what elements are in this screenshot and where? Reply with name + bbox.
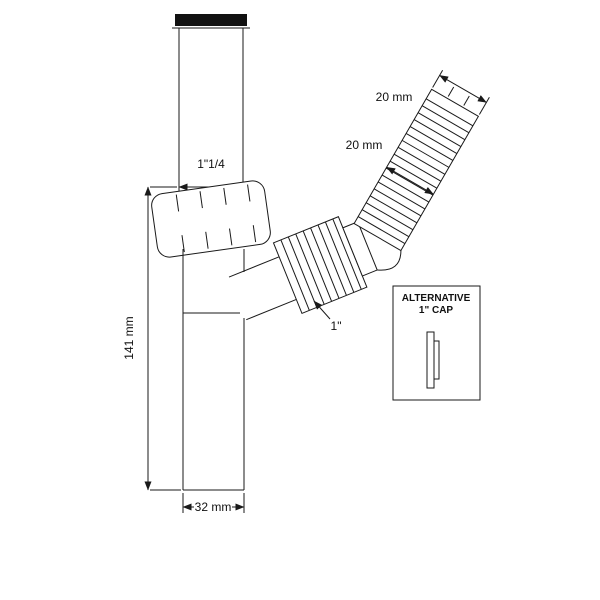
branch-ring [342,221,378,277]
label-outlet-width: 32 mm [195,500,232,514]
label-alt-cap-subtitle: 1" CAP [419,305,454,316]
nut-slot [199,191,203,209]
branch-nut-rib [302,230,333,302]
branch-tube-top [228,255,282,278]
dim-height: 141 mm [122,186,181,491]
branch-nut-rib [280,239,310,311]
nut-slot [247,184,251,202]
alt-cap-skirt [433,340,440,380]
branch-thread-leader [313,300,331,320]
nut-slot [181,235,185,253]
branch-nut-rib [295,233,325,305]
branch-tube-bottom [246,298,299,321]
label-hose-bore-diameter: 20 mm [346,138,383,152]
branch-nut-rib [287,236,318,308]
inlet-assembly [172,14,250,191]
nut-slot [175,194,180,212]
alt-cap-box [392,285,481,401]
dim-outlet: 32 mm [182,493,245,514]
corrugated-hose [353,69,490,252]
label-top-thread: 1"1/4 [197,157,225,171]
compression-nut [151,180,271,258]
inlet-gasket [175,14,247,26]
alt-cap-drawing [426,331,440,389]
nut-slot [223,187,227,205]
label-hose-end-diameter: 20 mm [376,90,413,104]
dim-hose-end-line [439,74,487,103]
nut-slot [205,231,209,249]
alternative-cap-panel: ALTERNATIVE 1" CAP [392,285,481,401]
dim-top-thread: 1"1/4 [178,157,244,191]
outlet-label-bg [194,499,232,513]
branch [228,216,378,321]
branch-nut-rib [310,227,340,299]
label-height: 141 mm [122,316,136,359]
nut-slot [252,225,257,243]
hose-outline [353,88,480,252]
dim-branch-thread: 1" [313,300,342,333]
dim-hose-bore-line [386,166,434,195]
elbow-outer [377,250,402,271]
branch-nut-rib [332,218,362,290]
label-branch-thread: 1" [331,319,342,333]
nut-slot [229,228,233,246]
nut-body [151,180,271,258]
branch-nut-rib [324,221,355,293]
trap-body [182,249,245,491]
branch-nut-rib [317,224,347,296]
label-alt-cap-title: ALTERNATIVE [402,293,471,304]
